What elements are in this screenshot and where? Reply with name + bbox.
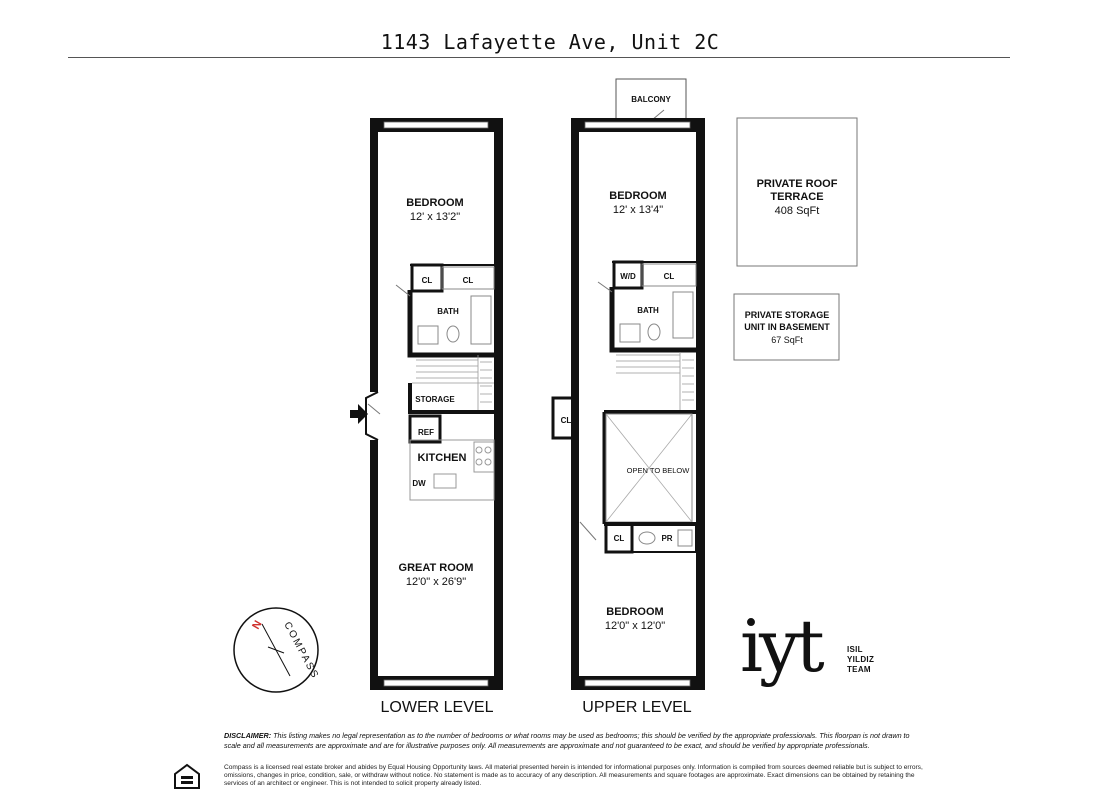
great-room-dims: 12'0" x 26'9" bbox=[406, 576, 466, 588]
upper-bedroom-1-dims: 12' x 13'4" bbox=[613, 204, 663, 216]
lower-level-plan: BEDROOM 12' x 13'2" CL CL BATH STORAGE R… bbox=[350, 118, 503, 716]
upper-closet-1: CL bbox=[664, 272, 675, 281]
lower-closet-2: CL bbox=[463, 276, 474, 285]
kitchen-label: KITCHEN bbox=[418, 452, 467, 464]
storage-unit: PRIVATE STORAGE UNIT IN BASEMENT 67 SqFt bbox=[733, 293, 840, 361]
pr-label: PR bbox=[661, 534, 672, 543]
logo-team: TEAM bbox=[847, 665, 871, 674]
page-title: 1143 Lafayette Ave, Unit 2C bbox=[380, 30, 720, 54]
upper-bedroom-1-label: BEDROOM bbox=[609, 190, 666, 202]
lower-closet-1: CL bbox=[422, 276, 433, 285]
roof-terrace-area: 408 SqFt bbox=[775, 205, 820, 217]
logo-mark: iyt bbox=[740, 604, 825, 688]
compass-brand-label: COMPASS bbox=[281, 620, 320, 681]
upper-level-plan: BALCONY BEDROOM 12' x 13'4" W/D CL BATH … bbox=[551, 78, 705, 716]
great-room-label: GREAT ROOM bbox=[399, 562, 474, 574]
upper-closet-2: CL bbox=[614, 534, 625, 543]
disclaimer-heading: DISCLAIMER: bbox=[224, 731, 272, 740]
lower-level-label: LOWER LEVEL bbox=[381, 699, 494, 716]
compass-rose-icon: N COMPASS bbox=[233, 607, 321, 693]
lower-bedroom-dims: 12' x 13'2" bbox=[410, 211, 460, 223]
upper-bedroom-2-dims: 12'0" x 12'0" bbox=[605, 620, 665, 632]
storage-unit-line2: UNIT IN BASEMENT bbox=[744, 322, 830, 332]
upper-bedroom-2-label: BEDROOM bbox=[606, 606, 663, 618]
disclaimer: DISCLAIMER: This listing makes no legal … bbox=[224, 731, 914, 750]
dw-label: DW bbox=[412, 479, 426, 488]
team-logo: iyt ISIL YILDIZ TEAM bbox=[740, 610, 880, 690]
title-divider bbox=[68, 57, 1010, 58]
upper-level-label: UPPER LEVEL bbox=[582, 699, 691, 716]
roof-terrace-line1: PRIVATE ROOF bbox=[757, 178, 838, 190]
lower-bedroom-label: BEDROOM bbox=[406, 197, 463, 209]
storage-unit-area: 67 SqFt bbox=[771, 335, 803, 345]
entry-arrow-icon bbox=[350, 404, 368, 424]
logo-name: ISIL YILDIZ bbox=[847, 645, 875, 664]
compass-north-label: N bbox=[250, 619, 264, 632]
balcony-label: BALCONY bbox=[631, 95, 671, 104]
upper-closet-side: CL bbox=[561, 416, 572, 425]
lower-bath-label: BATH bbox=[437, 307, 459, 316]
open-to-below-label: OPEN TO BELOW bbox=[627, 466, 691, 475]
wd-label: W/D bbox=[620, 272, 636, 281]
roof-terrace: PRIVATE ROOF TERRACE 408 SqFt bbox=[736, 117, 858, 267]
storage-label: STORAGE bbox=[415, 395, 455, 404]
ref-label: REF bbox=[418, 428, 434, 437]
storage-unit-line1: PRIVATE STORAGE bbox=[745, 310, 830, 320]
upper-bath-label: BATH bbox=[637, 306, 659, 315]
roof-terrace-line2: TERRACE bbox=[770, 191, 823, 203]
disclaimer-text: This listing makes no legal representati… bbox=[224, 731, 910, 750]
legal-text: Compass is a licensed real estate broker… bbox=[224, 764, 923, 788]
equal-housing-icon bbox=[174, 763, 200, 789]
